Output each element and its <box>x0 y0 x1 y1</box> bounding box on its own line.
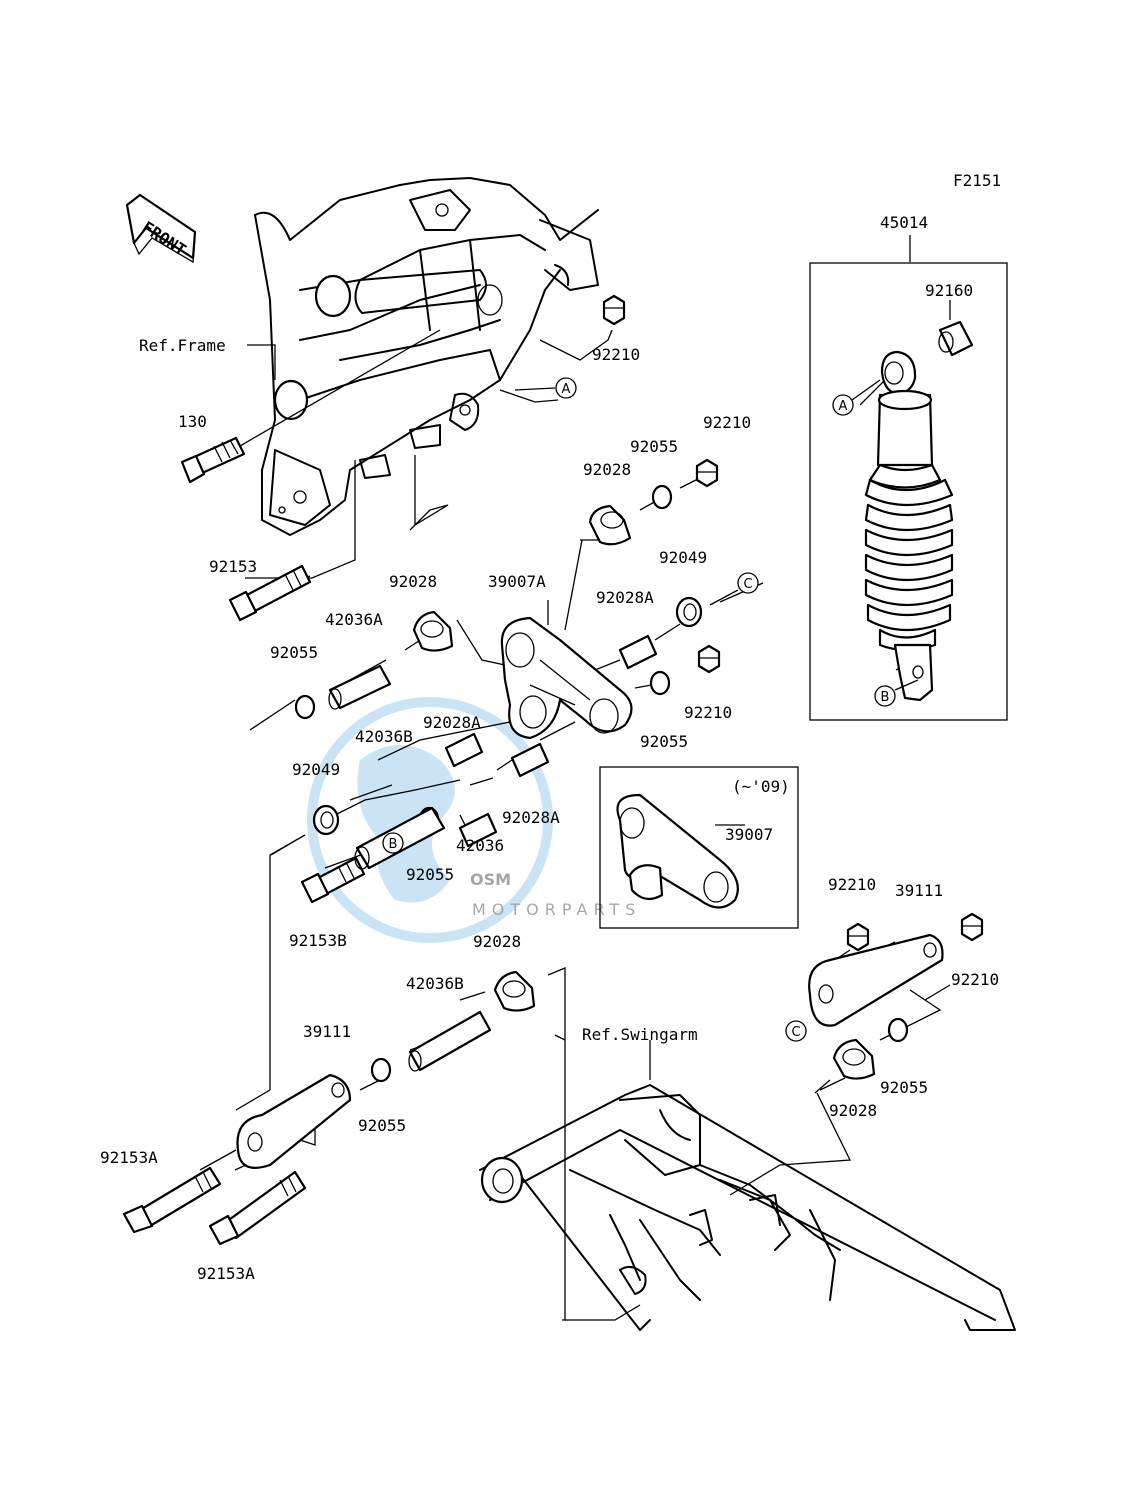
bolt-130 <box>180 436 246 484</box>
label-39111-left: 39111 <box>303 1022 351 1041</box>
part-labels: 45014 92160 92210 130 92210 92055 92028 … <box>100 213 999 1283</box>
svg-text:C: C <box>743 577 752 592</box>
label-92028A-right: 92028A <box>596 588 654 607</box>
label-42036A: 42036A <box>325 610 383 629</box>
label-92049-right: 92049 <box>659 548 707 567</box>
marker-b-shock: B <box>874 679 919 707</box>
shock-absorber-45014 <box>864 320 974 702</box>
label-92028A-center: 92028A <box>423 713 481 732</box>
label-92055-mid: 92055 <box>640 732 688 751</box>
marker-c-lower: C <box>785 1020 807 1042</box>
rocker-arm-39007A <box>500 616 633 740</box>
label-92210-right2: 92210 <box>951 970 999 989</box>
inset-box: (~'09) 39007 <box>599 766 799 929</box>
marker-b-center: B <box>382 832 404 854</box>
label-92055-center: 92055 <box>406 865 454 884</box>
label-92055-right: 92055 <box>880 1078 928 1097</box>
shock-group-box <box>809 262 1008 721</box>
label-92055-lower: 92055 <box>358 1116 406 1135</box>
tie-rod-39111-right <box>808 933 944 1027</box>
front-arrow-icon: FRONT <box>125 193 197 264</box>
marker-c-upper: C <box>737 572 759 594</box>
label-45014: 45014 <box>880 213 928 232</box>
nut-92210-right1 <box>846 922 870 952</box>
bolt-92153A-bottom <box>208 1170 307 1246</box>
svg-text:C: C <box>791 1025 800 1040</box>
ref-frame-label: Ref.Frame <box>139 336 226 355</box>
label-92028-mid: 92028 <box>389 572 437 591</box>
tie-rod-39111-left <box>236 1073 352 1169</box>
ref-swingarm-label: Ref.Swingarm <box>582 1025 698 1044</box>
bushings <box>412 504 876 1080</box>
watermark-logo: OSM <box>470 870 511 889</box>
label-42036B-upper: 42036B <box>355 727 413 746</box>
label-92153A-left: 92153A <box>100 1148 158 1167</box>
svg-text:A: A <box>839 399 848 414</box>
label-92055-left: 92055 <box>270 643 318 662</box>
label-92153: 92153 <box>209 557 257 576</box>
frame-illustration <box>254 177 599 536</box>
swingarm-illustration <box>479 1084 1016 1331</box>
label-92210-right1: 92210 <box>828 875 876 894</box>
svg-text:A: A <box>562 382 571 397</box>
label-39111-right: 39111 <box>895 881 943 900</box>
label-92028-right: 92028 <box>829 1101 877 1120</box>
label-39007A: 39007A <box>488 572 546 591</box>
label-92210-upper: 92210 <box>703 413 751 432</box>
watermark: OSM MOTORPARTS <box>307 697 641 943</box>
inset-part-label: 39007 <box>725 825 773 844</box>
watermark-text: MOTORPARTS <box>472 900 641 919</box>
label-92153A-bottom: 92153A <box>197 1264 255 1283</box>
label-130: 130 <box>178 412 207 431</box>
svg-text:B: B <box>881 690 890 705</box>
label-92160: 92160 <box>925 281 973 300</box>
label-42036B-lower: 42036B <box>406 974 464 993</box>
label-42036: 42036 <box>456 836 504 855</box>
label-92028A-lower: 92028A <box>502 808 560 827</box>
bolt-92153B <box>300 856 366 904</box>
label-92055-upper: 92055 <box>630 437 678 456</box>
bolt-92153A-left <box>122 1166 222 1234</box>
label-92210-top: 92210 <box>592 345 640 364</box>
label-92210-mid: 92210 <box>684 703 732 722</box>
svg-text:B: B <box>389 837 398 852</box>
inset-note: (~'09) <box>732 777 790 796</box>
nut-92210-top <box>602 294 626 326</box>
bolt-92153 <box>228 564 312 622</box>
label-92028-upper: 92028 <box>583 460 631 479</box>
label-92153B: 92153B <box>289 931 347 950</box>
label-92049-left: 92049 <box>292 760 340 779</box>
nut-92210-mid <box>697 644 721 674</box>
label-92028-lower: 92028 <box>473 932 521 951</box>
nut-92210-right2 <box>960 912 984 942</box>
marker-a-frame: A <box>514 377 577 399</box>
watermark-globe <box>307 697 553 943</box>
figure-code: F2151 <box>953 171 1001 190</box>
nut-92210-upper <box>695 458 719 488</box>
marker-a-shock: A <box>832 379 881 416</box>
